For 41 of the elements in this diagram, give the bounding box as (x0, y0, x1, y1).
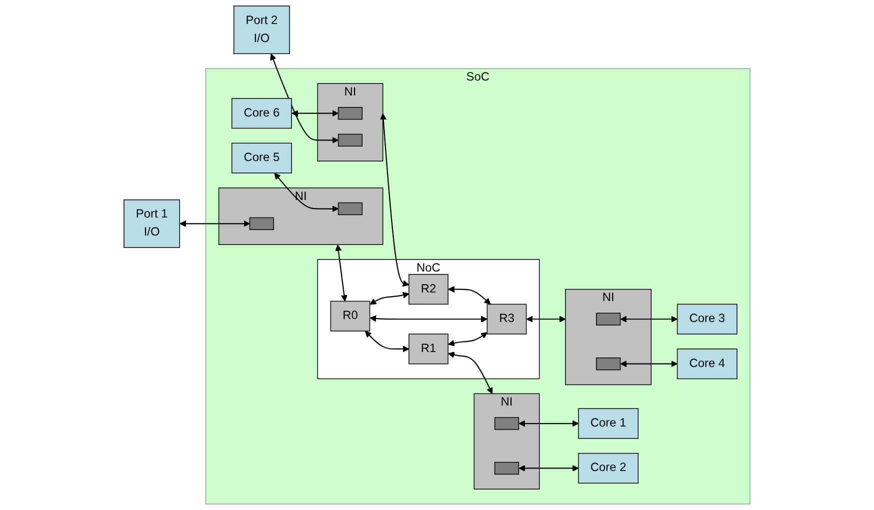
cluster: NI (565, 288, 652, 386)
arrow (448, 332, 488, 346)
arrow (380, 113, 410, 287)
arrow (448, 286, 491, 304)
arrow (292, 110, 339, 117)
node-box (494, 417, 520, 430)
arrow (335, 244, 348, 302)
arrow (518, 464, 579, 472)
node-box: Core 5 (231, 142, 292, 174)
node-box: Port 2 I/O (233, 6, 290, 54)
arrow (620, 316, 678, 322)
arrow (620, 360, 678, 368)
arrow (518, 420, 579, 427)
arrow (270, 54, 339, 144)
arrow (364, 330, 410, 352)
arrow (448, 352, 493, 394)
node-box: R0 (330, 300, 370, 332)
node-box (494, 462, 520, 475)
node-box: R2 (408, 274, 448, 305)
arrow (274, 172, 339, 212)
node-box: R1 (408, 334, 448, 364)
arrow (180, 220, 250, 227)
node-box (338, 134, 363, 147)
node-box (338, 107, 363, 120)
node-box: R3 (486, 304, 527, 334)
node-box: Port 1 I/O (124, 199, 180, 248)
arrow (526, 316, 566, 322)
arrow (370, 292, 410, 305)
node-box: Core 2 (578, 452, 639, 484)
node-box (249, 217, 274, 230)
node-box (338, 202, 363, 216)
cluster: NI (474, 393, 540, 490)
node-box (596, 312, 621, 326)
cluster: NI (317, 83, 384, 162)
node-box (596, 358, 621, 370)
node-box: Core 6 (231, 98, 292, 129)
cluster: NI (218, 188, 384, 245)
node-box: Core 1 (578, 408, 639, 439)
node-box: Core 4 (676, 348, 738, 380)
node-box: Core 3 (676, 304, 738, 334)
arrow (370, 315, 488, 322)
